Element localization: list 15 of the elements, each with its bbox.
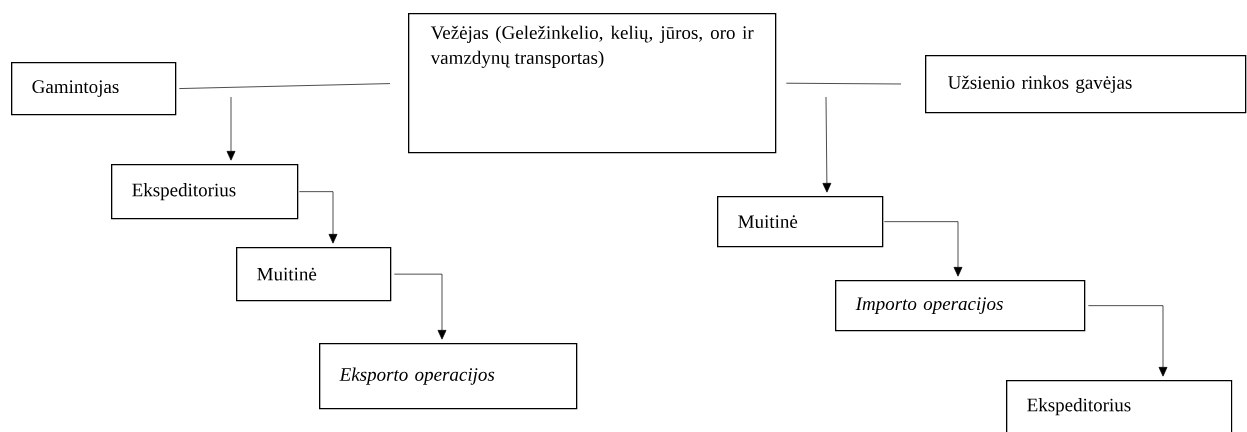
process-box: Importo operacijos: [835, 280, 1086, 332]
process-box: Ekspeditorius: [1006, 380, 1233, 432]
arrow: [1087, 305, 1168, 377]
arrow: [393, 273, 447, 340]
process-box: Eksporto operacijos: [319, 343, 578, 410]
arrow: [883, 221, 963, 277]
process-box: Užsienio rinkos gavėjas: [925, 55, 1247, 114]
process-box: Muitinė: [236, 247, 392, 302]
process-box: Vežėjas (Geležinkelio, kelių, jūros, oro ir vamzdynų transportas): [408, 13, 777, 154]
process-box: Muitinė: [717, 196, 884, 248]
process-box: Gamintojas: [11, 62, 177, 116]
process-box: Ekspeditorius: [111, 164, 299, 220]
arrow: [298, 191, 338, 244]
arrow: [822, 96, 832, 193]
arrow: [226, 96, 236, 161]
